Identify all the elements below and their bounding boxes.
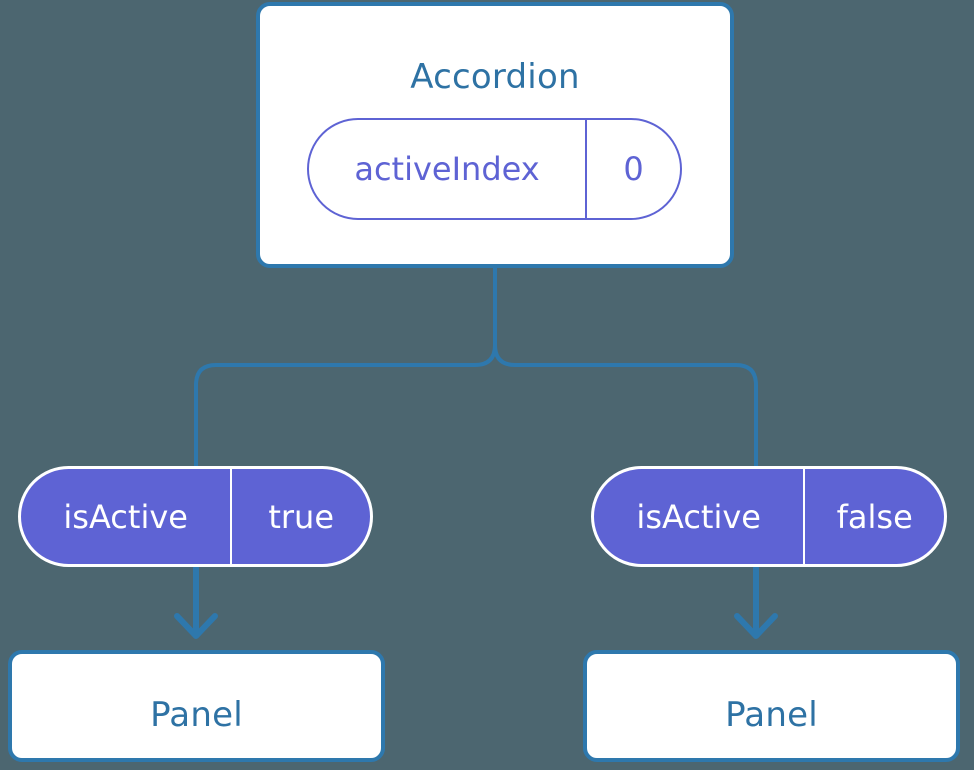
prop-pill-key: isActive — [63, 497, 188, 536]
connector-root-to-right-child — [493, 266, 758, 468]
prop-pill-isactive-true[interactable]: isActive true — [18, 466, 373, 567]
prop-pill-value: false — [803, 469, 944, 564]
connector-root-to-left-child — [194, 266, 497, 468]
component-title-panel-right: Panel — [725, 695, 818, 735]
component-card-panel-right[interactable]: Panel — [583, 650, 960, 762]
state-pill-activeindex[interactable]: activeIndex 0 — [307, 118, 682, 220]
state-pill-value: 0 — [585, 120, 680, 218]
arrow-down-icon-right — [734, 565, 778, 639]
component-title-accordion: Accordion — [410, 57, 580, 97]
prop-pill-value: true — [230, 469, 370, 564]
component-title-panel-left: Panel — [150, 695, 243, 735]
prop-pill-key: isActive — [636, 497, 761, 536]
arrow-down-icon-left — [174, 565, 218, 639]
component-card-panel-left[interactable]: Panel — [8, 650, 385, 762]
state-pill-key: activeIndex — [354, 150, 540, 188]
prop-pill-isactive-false[interactable]: isActive false — [591, 466, 947, 567]
